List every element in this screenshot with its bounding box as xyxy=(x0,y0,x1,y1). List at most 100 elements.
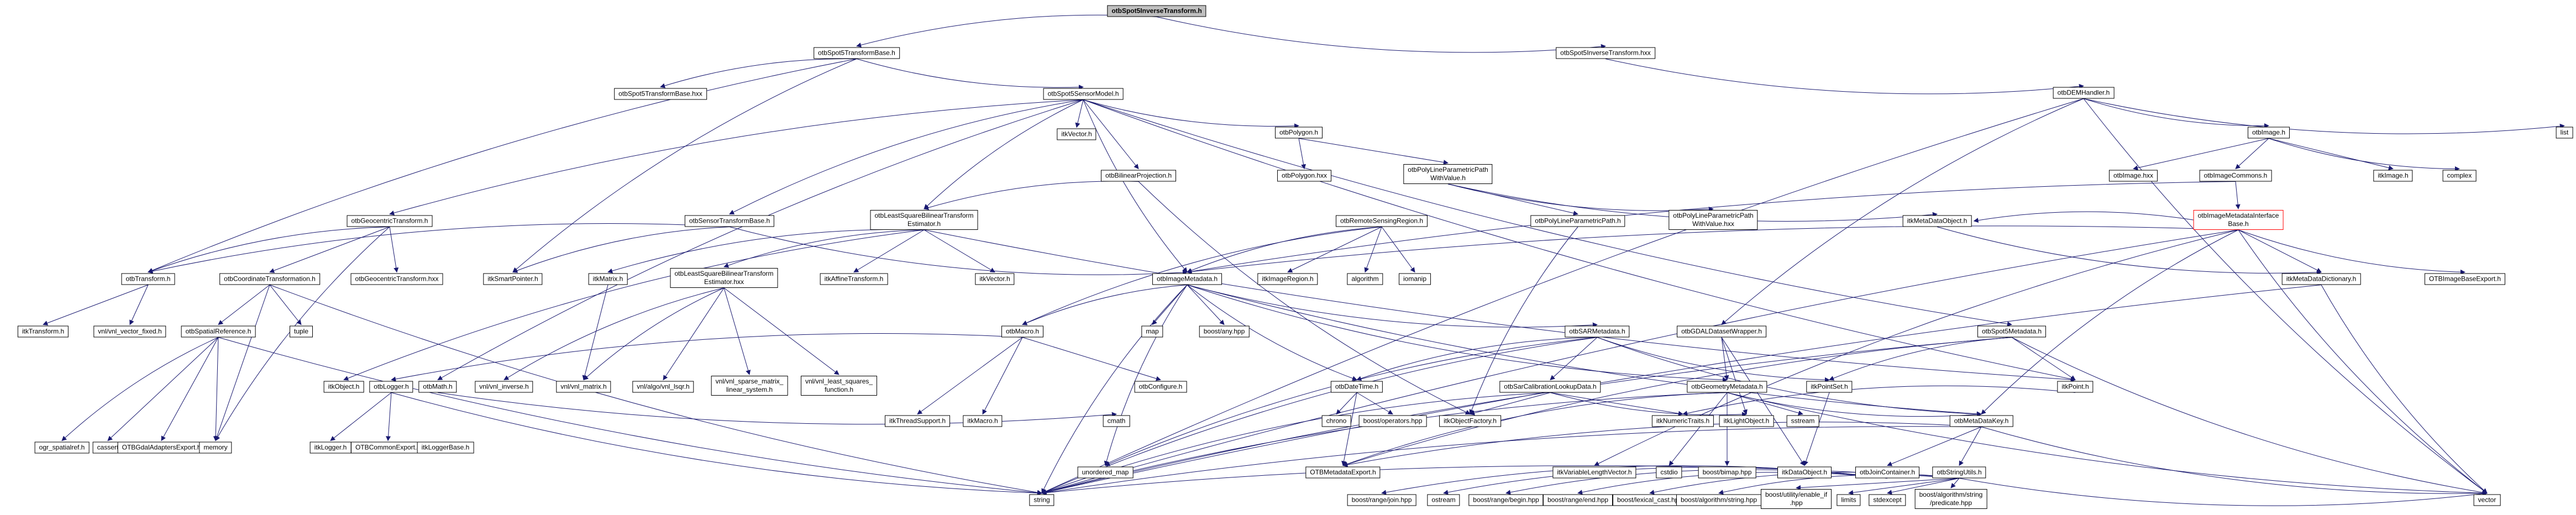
graph-node-sensor_transform_base[interactable]: otbSensorTransformBase.h xyxy=(684,215,775,227)
graph-node-sar_calibration_lookup[interactable]: otbSarCalibrationLookupData.h xyxy=(1499,381,1601,393)
graph-edge-spot5_transform_base_h--otb_transform xyxy=(148,59,857,273)
graph-node-otb_configure[interactable]: otbConfigure.h xyxy=(1134,381,1187,393)
graph-node-remote_sensing_region[interactable]: otbRemoteSensingRegion.h xyxy=(1335,215,1428,227)
graph-edge-plp_with_value_h--plp_with_value_hxx xyxy=(1447,183,1714,212)
graph-node-join_container[interactable]: otbJoinContainer.h xyxy=(1855,466,1920,479)
graph-node-otb_common_export[interactable]: OTBCommonExport.h xyxy=(350,442,426,454)
graph-node-spot5_transform_base_hxx[interactable]: otbSpot5TransformBase.hxx xyxy=(614,88,707,100)
graph-node-spot5_transform_base_h[interactable]: otbSpot5TransformBase.h xyxy=(814,47,900,59)
graph-node-otb_logger[interactable]: otbLogger.h xyxy=(369,381,413,393)
graph-node-otb_metadata_export[interactable]: OTBMetadataExport.h xyxy=(1305,466,1381,479)
graph-edge-otb_macro--itk_macro xyxy=(982,337,1023,415)
graph-edge-string_utils--std_vector xyxy=(1959,478,2488,506)
graph-node-dem_handler[interactable]: otbDEMHandler.h xyxy=(2053,87,2115,99)
graph-edge-gdal_dataset_wrapper--itk_data_object xyxy=(1721,337,1805,466)
graph-node-vnl_least_squares: vnl/vnl_least_squares_function.h xyxy=(800,376,878,396)
graph-edge-imi_base--metadata_key xyxy=(1981,229,2239,415)
graph-node-boost_range_begin: boost/range/begin.hpp xyxy=(1468,494,1544,506)
graph-node-plp_h[interactable]: otbPolyLineParametricPath.h xyxy=(1530,215,1625,227)
graph-node-spot5_inverse_hxx[interactable]: otbSpot5InverseTransform.hxx xyxy=(1556,47,1655,59)
graph-edge-spot5_sensor_model--geocentric_transform_h xyxy=(389,99,1084,216)
graph-node-coordinate_transformation[interactable]: otbCoordinateTransformation.h xyxy=(219,273,320,285)
graph-edge-remote_sensing_region--itk_image_region xyxy=(1287,227,1382,273)
graph-node-geocentric_transform_h[interactable]: otbGeocentricTransform.h xyxy=(347,215,433,227)
graph-edge-bilinear_projection--lsbte_h xyxy=(924,181,1139,211)
graph-edge-image_metadata--otb_macro xyxy=(1022,285,1188,325)
graph-edge-gdal_dataset_wrapper--itk_light_object xyxy=(1721,337,1748,415)
graph-node-image_metadata[interactable]: otbImageMetadata.h xyxy=(1152,273,1223,285)
graph-edge-lsbte_h--itk_affine_transform xyxy=(853,229,925,272)
graph-node-boost_predicate: boost/algorithm/string/predicate.hpp xyxy=(1914,489,1987,509)
graph-node-spot5_sensor_model[interactable]: otbSpot5SensorModel.h xyxy=(1043,88,1124,100)
graph-edge-otb_macro--otb_logger xyxy=(391,333,1023,382)
graph-edge-image_metadata--boost_any xyxy=(1187,285,1225,325)
graph-edge-lsbte_h--itk_vector_b xyxy=(924,229,995,272)
graph-edge-lsbte_h--itk_point xyxy=(924,229,2076,382)
graph-edge-gdal_dataset_wrapper--geometry_metadata xyxy=(1721,337,1729,381)
graph-node-image_hxx[interactable]: otbImage.hxx xyxy=(2108,170,2158,182)
graph-node-otb_transform[interactable]: otbTransform.h xyxy=(121,273,175,285)
graph-edge-polygon_h--plp_with_value_h xyxy=(1298,138,1449,165)
graph-edge-dem_handler--std_string xyxy=(1041,98,2084,494)
graph-edge-spot5_metadata--otb_metadata_export xyxy=(1342,337,2012,467)
graph-edge-dem_handler--gdal_dataset_wrapper xyxy=(1721,98,2084,325)
graph-node-string_utils[interactable]: otbStringUtils.h xyxy=(1932,466,1986,479)
graph-edge-spatial_reference--std_memory xyxy=(213,337,219,442)
graph-edge-coordinate_transformation--std_tuple xyxy=(269,285,302,325)
graph-node-itk_macro: itkMacro.h xyxy=(963,415,1003,427)
graph-node-boost_lexical_cast: boost/lexical_cast.hpp xyxy=(1612,494,1687,506)
graph-node-gdal_adapters_export[interactable]: OTBGdalAdaptersExport.h xyxy=(117,442,206,454)
graph-edge-geocentric_transform_h--coordinate_transformation xyxy=(269,227,390,273)
graph-node-std_cmath: cmath xyxy=(1103,415,1130,427)
graph-node-otb_math[interactable]: otbMath.h xyxy=(418,381,457,393)
graph-edge-image_metadata--sar_metadata xyxy=(1187,285,1598,328)
graph-edge-string_utils--std_limits xyxy=(1848,478,1960,495)
graph-edge-string_utils--boost_algorithm_string xyxy=(1718,474,1960,495)
graph-node-std_map: map xyxy=(1141,325,1163,338)
graph-node-itk_transform: itkTransform.h xyxy=(17,325,69,338)
graph-edge-imi_base--std_vector xyxy=(2238,229,2488,494)
graph-edge-spot5_metadata--std_vector xyxy=(2011,337,2488,495)
graph-node-std_tuple: tuple xyxy=(289,325,313,338)
graph-node-vnl_vector_fixed: vnl/vnl_vector_fixed.h xyxy=(93,325,166,338)
graph-edge-plp_h--itk_object_factory xyxy=(1469,227,1578,415)
graph-edge-imi_base--image_metadata xyxy=(1187,225,2239,275)
graph-node-sar_metadata[interactable]: otbSARMetadata.h xyxy=(1565,325,1630,338)
graph-node-spatial_reference[interactable]: otbSpatialReference.h xyxy=(181,325,256,338)
graph-node-gdal_dataset_wrapper[interactable]: otbGDALDatasetWrapper.h xyxy=(1677,325,1766,338)
graph-node-std_string: string xyxy=(1029,494,1054,506)
graph-node-std_vector: vector xyxy=(2473,494,2501,506)
graph-edge-itk_metadata_object--itk_metadata_dictionary xyxy=(1937,227,2322,275)
graph-node-image_commons[interactable]: otbImageCommons.h xyxy=(2199,170,2272,182)
graph-node-boost_any: boost/any.hpp xyxy=(1199,325,1250,338)
graph-edge-metadata_key--std_vector xyxy=(1981,427,2488,496)
graph-node-itk_point: itkPoint.h xyxy=(2057,381,2094,393)
graph-node-polygon_h[interactable]: otbPolygon.h xyxy=(1274,127,1323,139)
graph-node-otb_macro[interactable]: otbMacro.h xyxy=(1001,325,1044,338)
graph-edge-lsbte_hxx--vnl_sparse_matrix xyxy=(723,287,751,375)
graph-node-image_h[interactable]: otbImage.h xyxy=(2247,127,2290,139)
graph-node-polygon_hxx[interactable]: otbPolygon.hxx xyxy=(1277,170,1332,182)
graph-node-vnl_lsqr: vnl/algo/vnl_lsqr.h xyxy=(632,381,694,393)
graph-node-geometry_metadata[interactable]: otbGeometryMetadata.h xyxy=(1687,381,1767,393)
graph-node-main: otbSpot5InverseTransform.h xyxy=(1107,5,1206,17)
graph-node-otb_datetime[interactable]: otbDateTime.h xyxy=(1330,381,1383,393)
graph-edge-otb_math--std_cmath xyxy=(437,392,1117,425)
graph-node-metadata_key[interactable]: otbMetaDataKey.h xyxy=(1949,415,2013,427)
graph-edge-spatial_reference--gdal_adapters_export xyxy=(161,337,219,442)
graph-node-spot5_metadata[interactable]: otbSpot5Metadata.h xyxy=(1977,325,2047,338)
graph-node-std_ostream: ostream xyxy=(1427,494,1460,506)
graph-edge-spatial_reference--std_cassert xyxy=(107,337,219,442)
graph-node-bilinear_projection[interactable]: otbBilinearProjection.h xyxy=(1100,170,1177,182)
graph-node-vnl_inverse: vnl/vnl_inverse.h xyxy=(475,381,533,393)
graph-edge-itk_metadata_dictionary--std_vector xyxy=(2321,285,2488,494)
graph-node-otb_imagebase_export[interactable]: OTBImageBaseExport.h xyxy=(2424,273,2506,285)
graph-node-geocentric_transform_hxx[interactable]: otbGeocentricTransform.hxx xyxy=(350,273,443,285)
